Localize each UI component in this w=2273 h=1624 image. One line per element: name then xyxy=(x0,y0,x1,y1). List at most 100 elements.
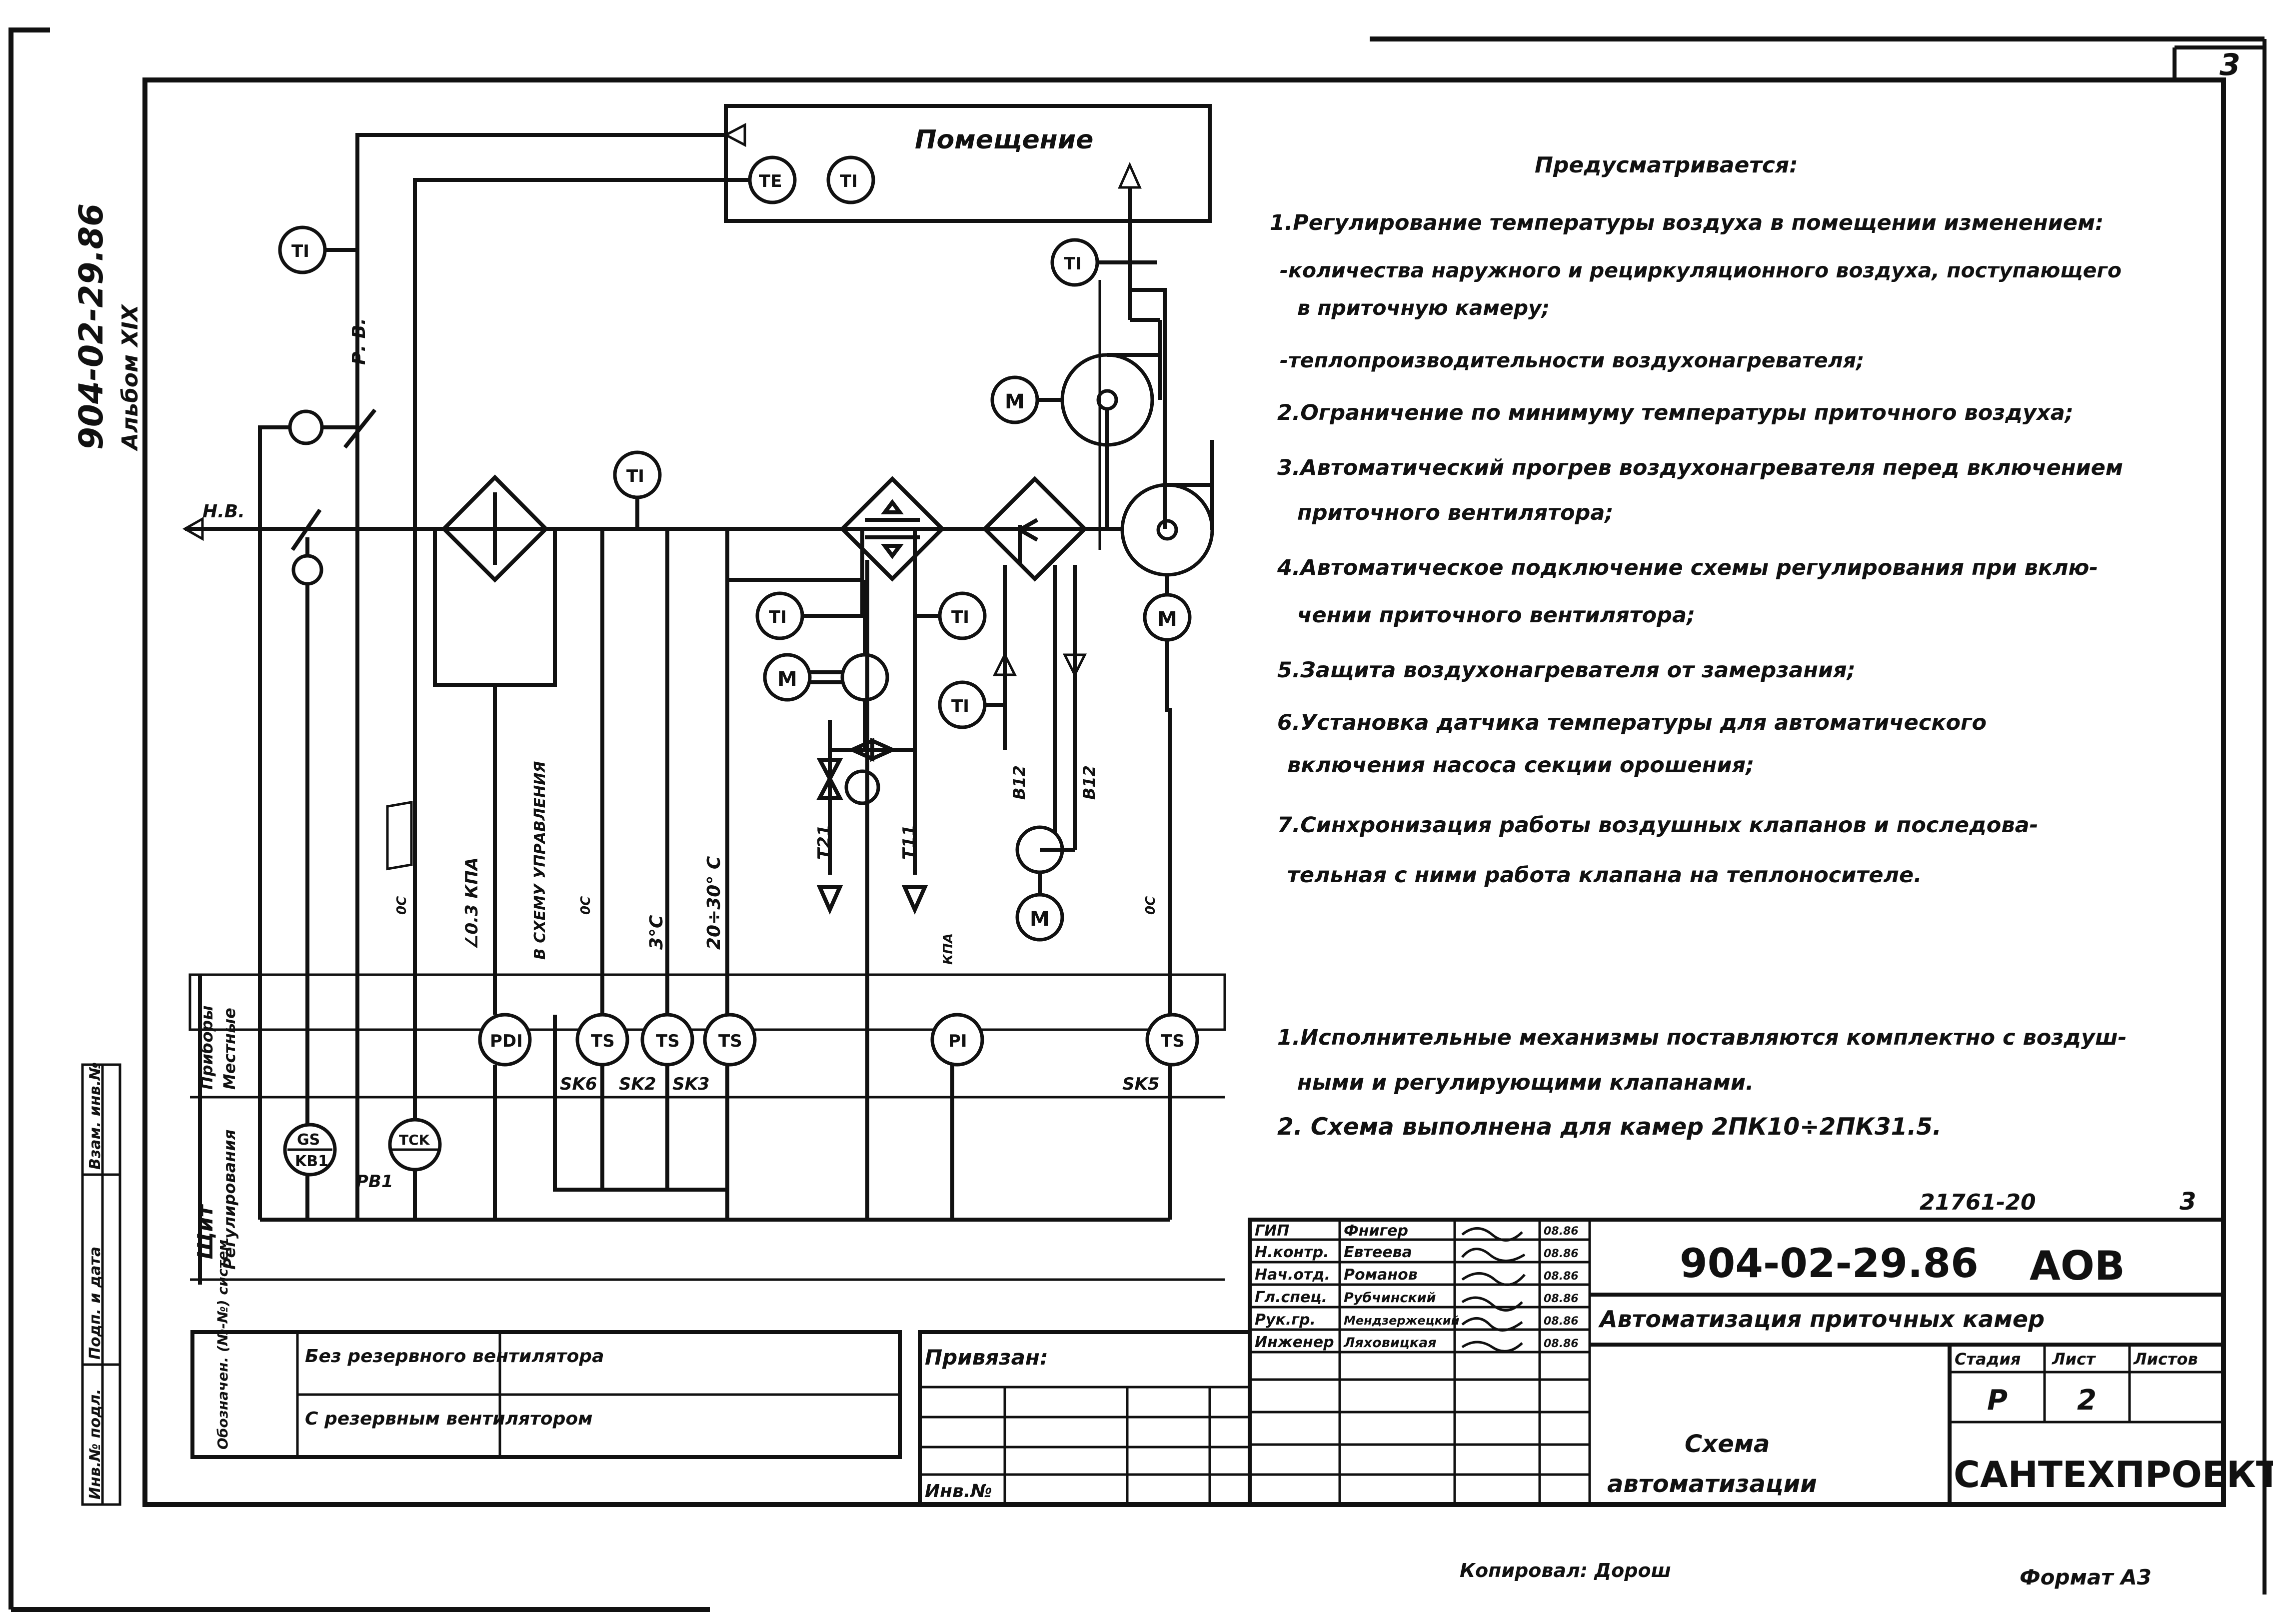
svg-text:B12: B12 xyxy=(1010,765,1029,800)
svg-text:TS: TS xyxy=(591,1031,615,1051)
notes-heading: Предусматривается: xyxy=(1535,152,1798,178)
valve-3way xyxy=(870,737,897,762)
drawing-mark: АОВ xyxy=(2030,1243,2125,1289)
svg-text:Приборы: Приборы xyxy=(197,1006,216,1090)
return-arrow xyxy=(723,122,746,147)
bind-block: Привязан: Инв.№ xyxy=(918,1330,1252,1507)
svg-text:Фнигер: Фнигер xyxy=(1344,1222,1408,1240)
svg-text:Н.контр.: Н.контр. xyxy=(1255,1244,1329,1261)
drawing-code: 904-02-29.86 xyxy=(1680,1240,1979,1287)
sheet-number: 3 xyxy=(2220,47,2241,82)
ts-sk6 xyxy=(575,1013,629,1067)
note-line: 1.Регулирование температуры воздуха в по… xyxy=(1270,210,2104,235)
rv-label: Р. В. xyxy=(349,318,369,365)
note-line: 5.Защита воздухонагревателя от замерзани… xyxy=(1277,658,1856,683)
svg-text:T21: T21 xyxy=(814,824,834,860)
svg-text:TS: TS xyxy=(656,1031,680,1051)
svg-text:Местные: Местные xyxy=(220,1008,239,1090)
stamp-inv-podl: Инв.№ подл. xyxy=(86,1389,104,1500)
svg-text:20÷30° C: 20÷30° C xyxy=(704,856,724,950)
svg-text:TI: TI xyxy=(840,171,858,191)
valve-position xyxy=(844,769,880,805)
room-box xyxy=(724,104,1212,223)
svg-text:Щит: Щит xyxy=(193,1204,217,1260)
ti-room xyxy=(826,155,875,204)
svg-text:KB1: KB1 xyxy=(295,1153,328,1170)
sheet-value: 2 xyxy=(2077,1384,2097,1417)
notes: Предусматривается: 1.Регулирование темпе… xyxy=(1270,152,2127,1141)
svg-text:08.86: 08.86 xyxy=(1544,1270,1579,1283)
note-line: 7.Синхронизация работы воздушных клапано… xyxy=(1277,813,2038,838)
note-line: 3.Автоматический прогрев воздухонагреват… xyxy=(1277,455,2123,480)
svg-text:Романов: Романов xyxy=(1344,1266,1418,1284)
svg-text:M: M xyxy=(1005,390,1025,413)
pi-sensor xyxy=(930,1013,984,1067)
svg-text:08.86: 08.86 xyxy=(1544,1248,1579,1260)
svg-text:B12: B12 xyxy=(1080,765,1099,800)
svg-text:TI: TI xyxy=(769,607,787,627)
rv-actuator xyxy=(288,409,324,445)
svg-text:TI: TI xyxy=(951,696,969,716)
svg-text:Ляховицкая: Ляховицкая xyxy=(1343,1335,1437,1351)
signature-5 xyxy=(1461,1317,1523,1332)
room-label: Помещение xyxy=(915,125,1093,155)
side-code: 904-02-29.86 xyxy=(72,203,110,450)
svg-text:В СХЕМУ УПРАВЛЕНИЯ: В СХЕМУ УПРАВЛЕНИЯ xyxy=(531,761,549,960)
organization: САНТЕХПРОЕКТ xyxy=(1954,1454,2273,1496)
note-line: чении приточного вентилятора; xyxy=(1297,603,1695,628)
note-line: 4.Автоматическое подключение схемы регул… xyxy=(1277,555,2098,580)
note-line: включения насоса секции орошения; xyxy=(1287,753,1754,778)
svg-text:Листов: Листов xyxy=(2133,1350,2198,1369)
signature-3 xyxy=(1461,1272,1526,1286)
svg-text:TI: TI xyxy=(951,607,969,627)
nv-label: Н.В. xyxy=(202,501,245,522)
svg-text:TI: TI xyxy=(291,241,309,261)
svg-text:TS: TS xyxy=(1161,1031,1185,1051)
svg-text:Рубчинский: Рубчинский xyxy=(1344,1290,1436,1306)
process-diagram: Помещение TE TI TI Р. В. Н.В. xyxy=(182,104,1226,1285)
drawing-title: Автоматизация приточных камер xyxy=(1598,1306,2045,1333)
svg-text:3°C: 3°C xyxy=(646,915,667,950)
note-line: 6.Установка датчика температуры для авто… xyxy=(1277,710,1987,735)
stamp-vzam-inv: Взам. инв.№ xyxy=(86,1062,104,1170)
svg-text:T11: T11 xyxy=(899,824,919,860)
svg-text:Инженер: Инженер xyxy=(1255,1334,1334,1351)
signature-2 xyxy=(1461,1248,1526,1262)
svg-text:SK2: SK2 xyxy=(619,1074,656,1094)
svg-text:Стадия: Стадия xyxy=(1955,1350,2021,1369)
svg-text:08.86: 08.86 xyxy=(1544,1225,1579,1238)
remark-line: ными и регулирующими клапанами. xyxy=(1297,1070,1754,1095)
note-line: приточного вентилятора; xyxy=(1297,500,1614,525)
system-row-1: Без резервного вентилятора xyxy=(305,1346,604,1367)
svg-text:0С: 0С xyxy=(394,896,409,915)
svg-text:Гл.спец.: Гл.спец. xyxy=(1255,1289,1327,1306)
pdi-sensor xyxy=(478,1013,532,1067)
note-line: тельная с ними работа клапана на теплоно… xyxy=(1287,863,1922,888)
stamp-podp-data: Подп. и дата xyxy=(86,1247,104,1360)
outdoor-inlet xyxy=(182,516,204,541)
note-line: 2.Ограничение по минимуму температуры пр… xyxy=(1277,400,2074,425)
remark-line: 1.Исполнительные механизмы поставляются … xyxy=(1277,1025,2127,1050)
svg-text:ГИП: ГИП xyxy=(1255,1222,1289,1240)
t21-arrow xyxy=(816,885,843,915)
svg-text:Нач.отд.: Нач.отд. xyxy=(1255,1266,1330,1284)
svg-text:Обозначен. (№-№) систем: Обозначен. (№-№) систем xyxy=(214,1240,231,1450)
supply-arrow-room xyxy=(1118,161,1142,189)
svg-text:M: M xyxy=(1030,908,1050,931)
inv-label: Инв.№ xyxy=(925,1481,992,1502)
filter xyxy=(441,474,549,583)
svg-text:08.86: 08.86 xyxy=(1544,1315,1579,1328)
svg-text:Регулирования: Регулирования xyxy=(220,1130,239,1270)
svg-text:Лист: Лист xyxy=(2052,1350,2097,1369)
svg-text:SK6: SK6 xyxy=(560,1074,597,1094)
t11-arrow xyxy=(901,885,928,915)
title-block: 21761-20 3 ГИП Н.контр. Нач.отд. Гл.спец… xyxy=(1248,1188,2273,1507)
signature-1 xyxy=(1461,1227,1523,1242)
signature-6 xyxy=(1461,1341,1523,1353)
remark-line: 2. Схема выполнена для камер 2ПК10÷2ПК31… xyxy=(1277,1113,1942,1141)
copied-by: Копировал: Дорош xyxy=(1460,1560,1671,1582)
note-line: -теплопроизводительности воздухонагреват… xyxy=(1280,348,1864,372)
drawing-name: Схема xyxy=(1685,1430,1770,1458)
system-table: Обозначен. (№-№) систем Без резервного в… xyxy=(190,1240,902,1459)
